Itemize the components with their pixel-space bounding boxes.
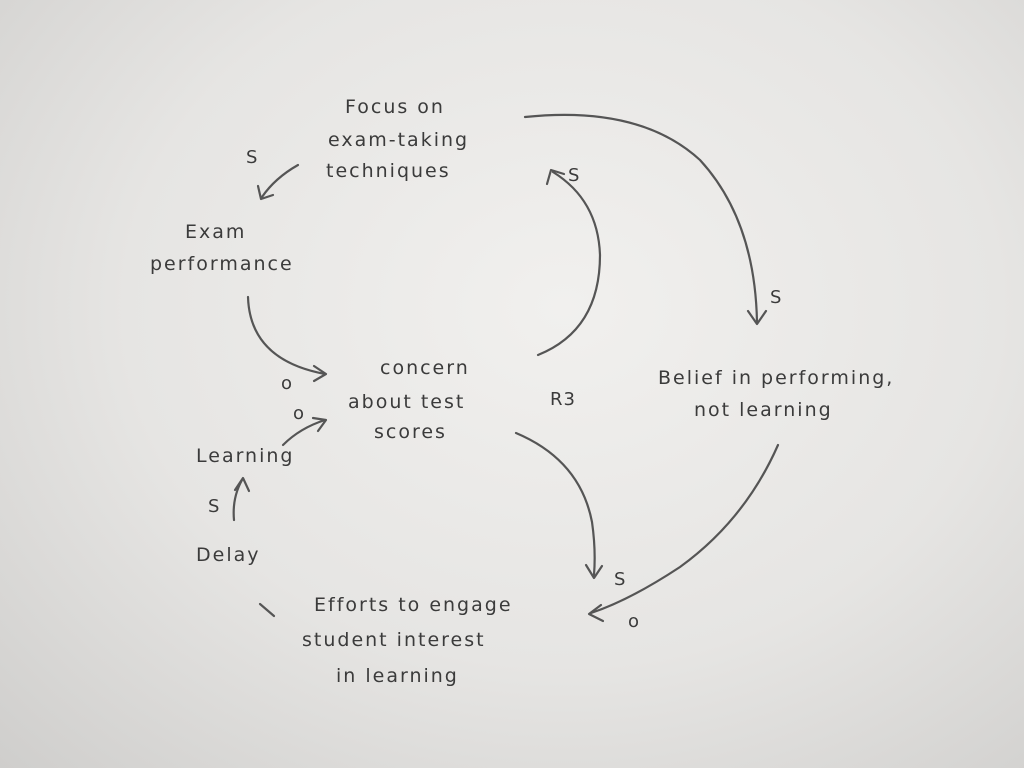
arrow-exam-to-concern: [246, 295, 328, 383]
polarity-belief-to-efforts: o: [628, 611, 639, 632]
svg-text:not learning: not learning: [694, 399, 833, 421]
polarity-focus-to-belief: S: [770, 287, 781, 308]
loop-label-r3: R3: [550, 389, 576, 410]
polarity-concern-to-focus: S: [568, 165, 579, 186]
polarity-exam-to-concern: o: [281, 373, 292, 394]
link-efforts-to-delay: [258, 602, 276, 618]
svg-text:Learning: Learning: [196, 445, 295, 467]
svg-text:Belief in performing,: Belief in performing,: [658, 367, 894, 389]
svg-text:student interest: student interest: [302, 629, 486, 651]
polarity-concern-to-efforts: S: [614, 569, 625, 590]
svg-text:scores: scores: [374, 421, 447, 443]
node-belief-in-performing-not-learning: Belief in performing, not learning: [658, 367, 894, 421]
svg-text:Focus on: Focus on: [345, 96, 445, 118]
svg-text:Exam: Exam: [185, 221, 246, 243]
node-delay: Delay: [196, 544, 261, 566]
svg-text:exam-taking: exam-taking: [328, 129, 469, 151]
polarity-delay-to-learning: S: [208, 496, 219, 517]
svg-text:performance: performance: [150, 253, 294, 275]
polarity-focus-to-exam: S: [246, 147, 257, 168]
polarity-learning-to-concern: o: [293, 403, 304, 424]
svg-text:concern: concern: [380, 357, 470, 379]
node-efforts-to-engage-student-interest: Efforts to engage student interest in le…: [302, 594, 513, 687]
svg-text:techniques: techniques: [326, 160, 451, 182]
svg-text:Delay: Delay: [196, 544, 261, 566]
arrow-focus-to-exam: [256, 163, 300, 201]
svg-text:in learning: in learning: [336, 665, 459, 687]
node-exam-performance: Exam performance: [150, 221, 294, 275]
node-focus-on-exam-taking-techniques: Focus on exam-taking techniques: [326, 96, 469, 182]
node-learning: Learning: [196, 445, 295, 467]
arrow-focus-to-belief: [523, 113, 768, 326]
svg-text:about test: about test: [348, 391, 465, 413]
arrow-delay-to-learning: [232, 476, 251, 522]
node-concern-about-test-scores: concern about test scores: [348, 357, 470, 443]
arrow-belief-to-efforts: [587, 443, 780, 623]
arrow-learning-to-concern: [281, 416, 328, 447]
svg-text:Efforts to engage: Efforts to engage: [314, 594, 513, 616]
arrow-concern-to-efforts: [514, 431, 604, 580]
arrow-concern-to-focus: [536, 168, 602, 357]
